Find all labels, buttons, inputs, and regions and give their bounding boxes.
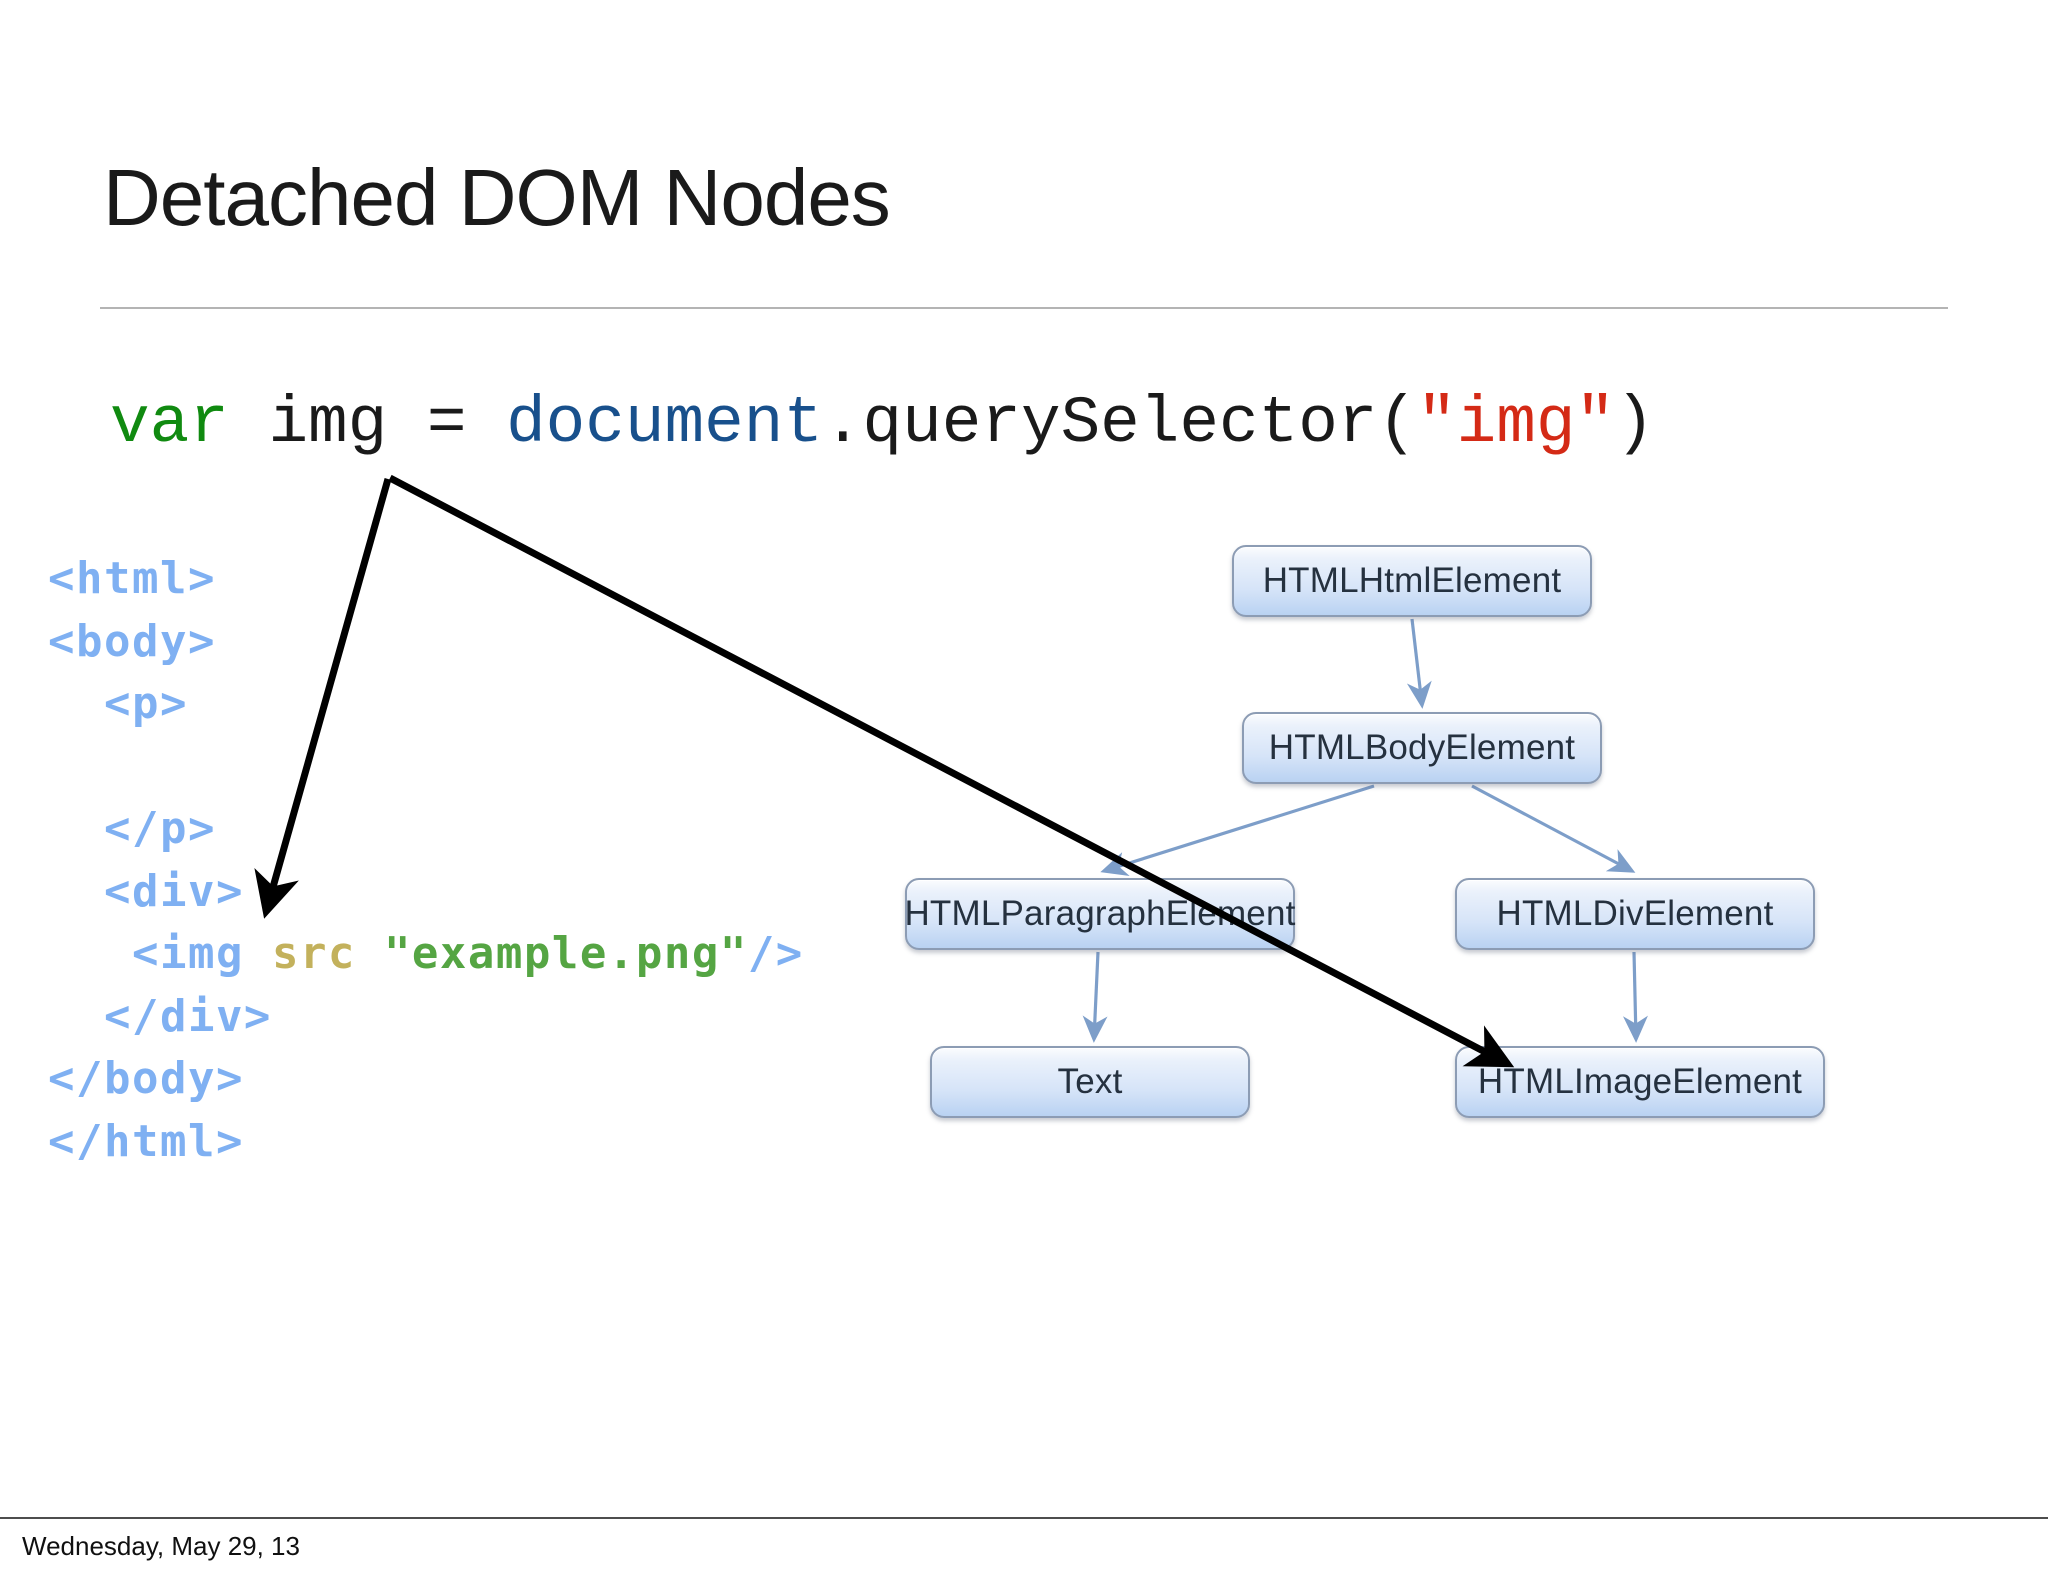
js-token-string: "img" bbox=[1417, 386, 1616, 461]
markup-line-p-close-text: </p> bbox=[103, 803, 216, 854]
markup-line-div-close-text: </div> bbox=[103, 990, 272, 1042]
markup-line-html-open: <html> bbox=[48, 553, 216, 604]
js-token-method: .querySelector( bbox=[822, 386, 1418, 461]
markup-indent-p-close bbox=[48, 803, 104, 854]
js-token-keyword: var bbox=[110, 386, 229, 461]
markup-img-tag-open: <img bbox=[131, 928, 244, 979]
html-markup-block: <html> <body> <p> </p> <div> <img src "e… bbox=[48, 548, 804, 1173]
markup-indent-img bbox=[48, 928, 132, 979]
markup-img-space1 bbox=[244, 928, 272, 979]
edge-paragraph-to-text bbox=[1082, 951, 1108, 1043]
tree-edges bbox=[1082, 618, 1648, 1043]
markup-img-tag-close: /> bbox=[747, 928, 804, 979]
markup-img-attr-name: src bbox=[271, 928, 356, 979]
tree-node-div-element[interactable]: HTMLDivElement bbox=[1455, 878, 1815, 950]
tree-node-text[interactable]: Text bbox=[930, 1046, 1250, 1118]
markup-line-body-open: <body> bbox=[48, 615, 216, 667]
js-token-space bbox=[229, 386, 269, 461]
markup-indent-div-open bbox=[48, 866, 104, 917]
title-divider bbox=[100, 307, 1948, 309]
edge-body-to-div bbox=[1471, 784, 1636, 873]
js-token-variable: img = bbox=[268, 386, 507, 461]
markup-line-p-open bbox=[48, 678, 104, 729]
edge-div-to-image bbox=[1622, 951, 1648, 1043]
tree-node-paragraph-element[interactable]: HTMLParagraphElement bbox=[904, 878, 1295, 950]
tree-node-html-element[interactable]: HTMLHtmlElement bbox=[1232, 545, 1592, 617]
page-title: Detached DOM Nodes bbox=[103, 153, 891, 242]
markup-line-body-close: </body> bbox=[48, 1053, 244, 1104]
dom-tree-diagram: HTMLHtmlElement HTMLBodyElement HTMLPara… bbox=[900, 545, 2020, 1118]
edge-body-to-paragraph bbox=[1100, 784, 1375, 876]
js-token-close-paren: ) bbox=[1615, 386, 1655, 461]
markup-img-attr-value: "example.png" bbox=[383, 928, 748, 979]
js-token-object: document bbox=[506, 386, 823, 461]
footer-date: Wednesday, May 29, 13 bbox=[22, 1531, 300, 1561]
tree-node-body-element[interactable]: HTMLBodyElement bbox=[1242, 712, 1602, 784]
markup-img-space2 bbox=[356, 928, 384, 979]
markup-line-div-open-text: <div> bbox=[103, 865, 244, 917]
js-code-line: var img = document.querySelector("img") bbox=[110, 389, 1655, 458]
markup-line-blank bbox=[48, 741, 76, 792]
tree-node-image-element[interactable]: HTMLImageElement bbox=[1455, 1046, 1825, 1118]
markup-line-p-open-text: <p> bbox=[103, 678, 188, 729]
markup-line-html-close: </html> bbox=[48, 1115, 244, 1167]
footer-divider bbox=[0, 1517, 2048, 1519]
edge-html-to-body bbox=[1406, 618, 1432, 709]
markup-indent-div-close bbox=[48, 991, 104, 1042]
